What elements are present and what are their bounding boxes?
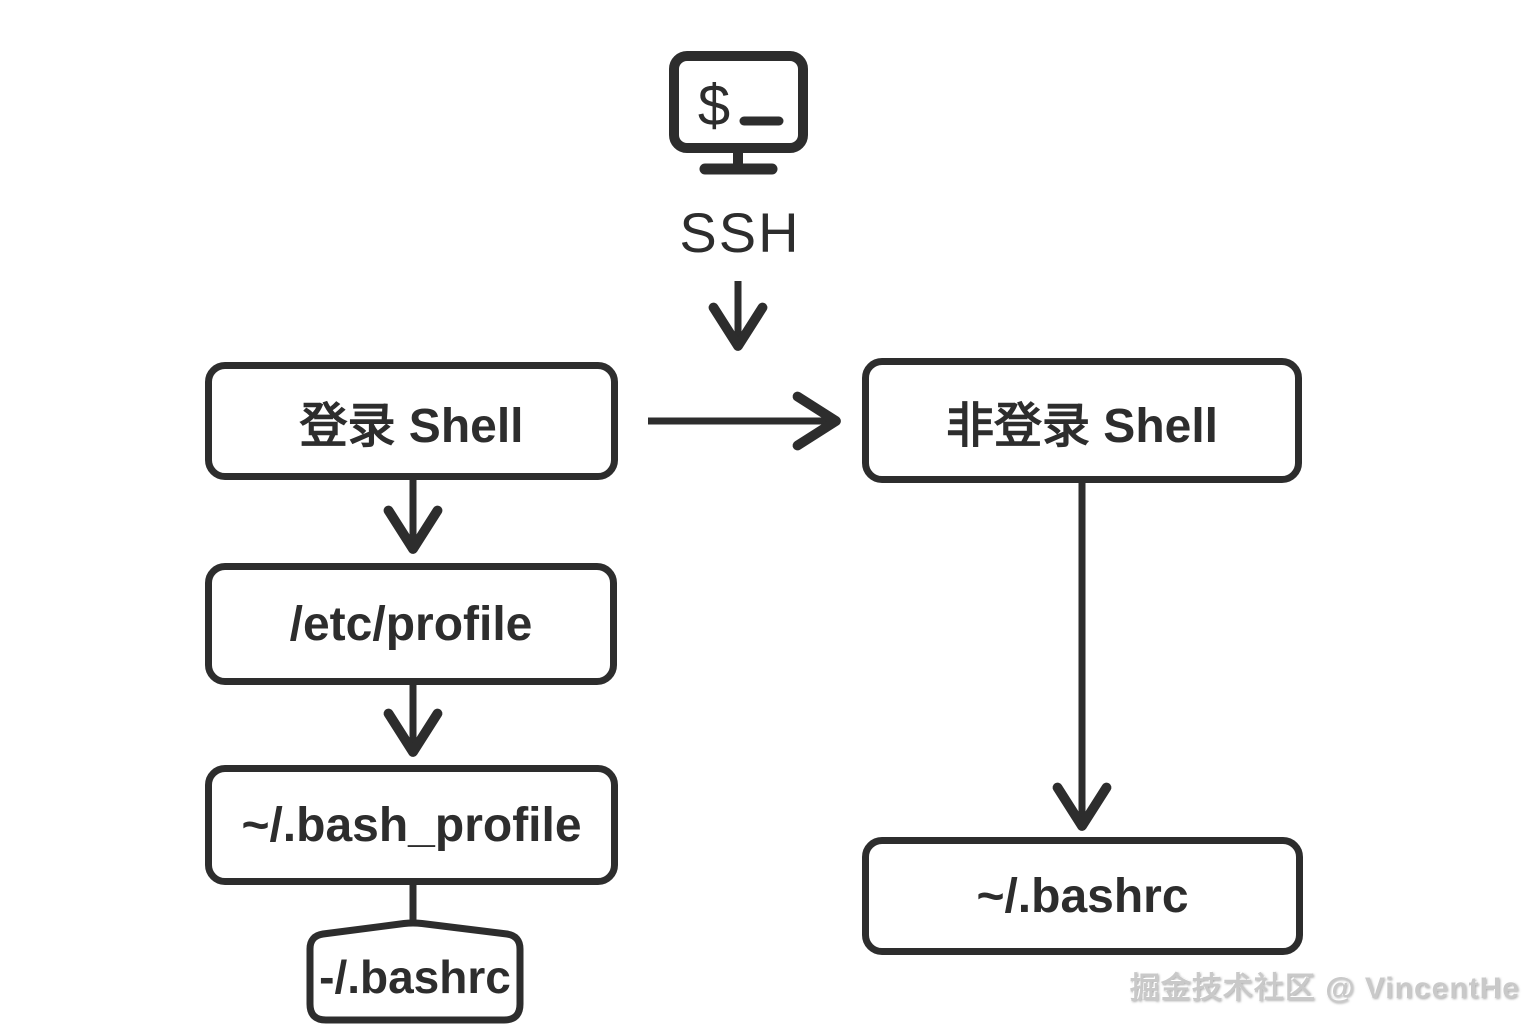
terminal-screen (669, 51, 808, 153)
node-login-shell: 登录 Shell (205, 362, 618, 480)
node-login-shell-label: 登录 Shell (299, 400, 524, 453)
node-bash-profile-label: ~/.bash_profile (241, 798, 582, 852)
node-non-login-shell-label: 非登录 Shell (945, 399, 1219, 453)
node-bash-profile: ~/.bash_profile (205, 765, 618, 885)
banner-shape (306, 919, 524, 1024)
node-bashrc-nonlogin: ~/.bashrc (862, 837, 1303, 955)
node-etc-profile-label: /etc/profile (289, 597, 533, 651)
node-bashrc-login-banner: -/.bashrc (306, 919, 524, 1024)
watermark-text: 掘金技术社区 @ VincentHe (1129, 972, 1520, 1005)
terminal-prompt-symbol: $ (698, 73, 730, 138)
terminal-icon: $ (669, 51, 808, 175)
node-bashrc-nonlogin-label: ~/.bashrc (976, 869, 1189, 923)
node-etc-profile: /etc/profile (205, 563, 617, 685)
node-bashrc-login-label: -/.bashrc (319, 951, 511, 1003)
ssh-label: SSH (679, 201, 801, 264)
node-non-login-shell: 非登录 Shell (862, 358, 1302, 483)
